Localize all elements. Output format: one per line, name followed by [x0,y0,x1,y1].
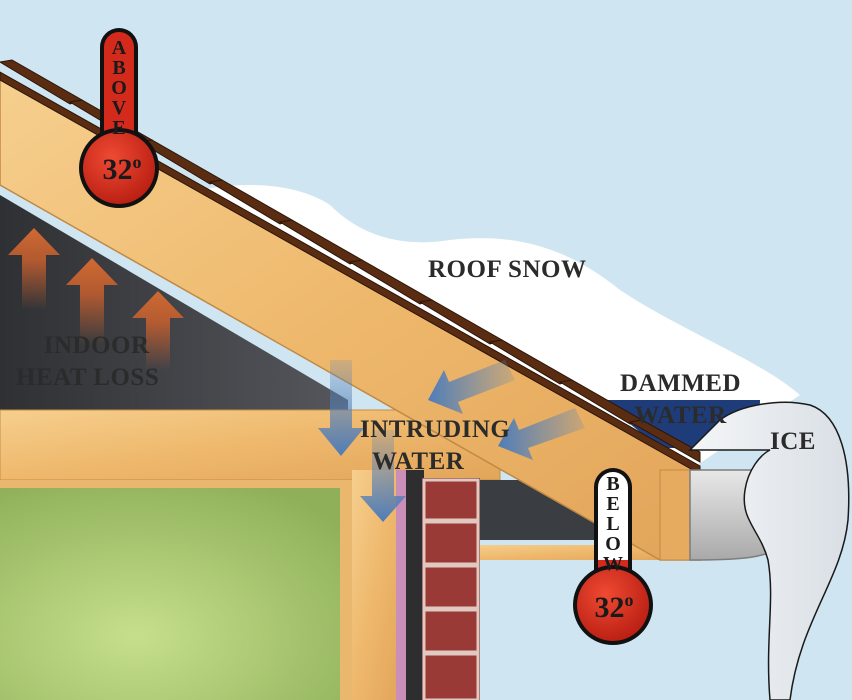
temp-value: 32 [102,153,133,186]
heat-arrow [66,258,118,345]
ice-dam-icicle [688,401,850,700]
indoor-heat-loss-line2: HEAT LOSS [16,364,160,391]
intruding-line1: INTRUDING [360,416,511,443]
therm-letter: B [606,473,620,495]
room-interior [0,488,340,700]
heat-arrow [132,291,184,370]
water-arrows [318,360,585,522]
heat-arrow [8,228,60,310]
water-label: WATER [634,402,727,429]
attic-space [0,195,348,415]
therm-letter: W [603,553,623,575]
roof-snow-label: ROOF SNOW [428,256,587,283]
therm-letter: V [111,97,127,119]
therm-letter: E [112,117,126,139]
degree-mark: o [624,590,634,610]
intruding-water-label: INTRUDING WATER [360,414,510,478]
indoor-heat-loss-label: INDOOR HEAT LOSS [16,330,159,394]
therm-letter: L [606,513,620,535]
thermometer-below [573,468,653,645]
thermometer-above-temp: 32o [94,152,150,187]
water-arrow-diagonal [428,360,515,414]
roof-shingles [0,59,701,475]
wall-insulation [396,470,406,700]
degree-mark: o [132,152,142,172]
thermometer-above-word: A B O V E [104,38,134,138]
dammed-water-label: DAMMED WATER [620,368,741,432]
therm-letter: E [606,493,620,515]
dammed-label: DAMMED [620,370,742,397]
ice-label: ICE [770,428,816,455]
water-arrow-down [360,430,406,522]
heat-loss-arrows [8,228,184,370]
thermometer-below-word: B E L O W [598,474,628,574]
therm-letter: A [111,37,127,59]
soffit-board [470,545,690,560]
therm-letter: O [605,533,621,555]
wall-sheathing [406,470,424,700]
thermometer-below-temp: 32o [586,590,642,625]
intruding-line2: WATER [372,448,465,475]
therm-letter: O [111,77,127,99]
brick-wall [422,478,480,700]
indoor-heat-loss-line1: INDOOR [43,332,150,359]
therm-letter: B [112,57,126,79]
thermometer-above [79,28,159,208]
water-arrow-down [318,360,364,456]
temp-value: 32 [594,591,625,624]
water-arrow-diagonal [498,408,585,460]
